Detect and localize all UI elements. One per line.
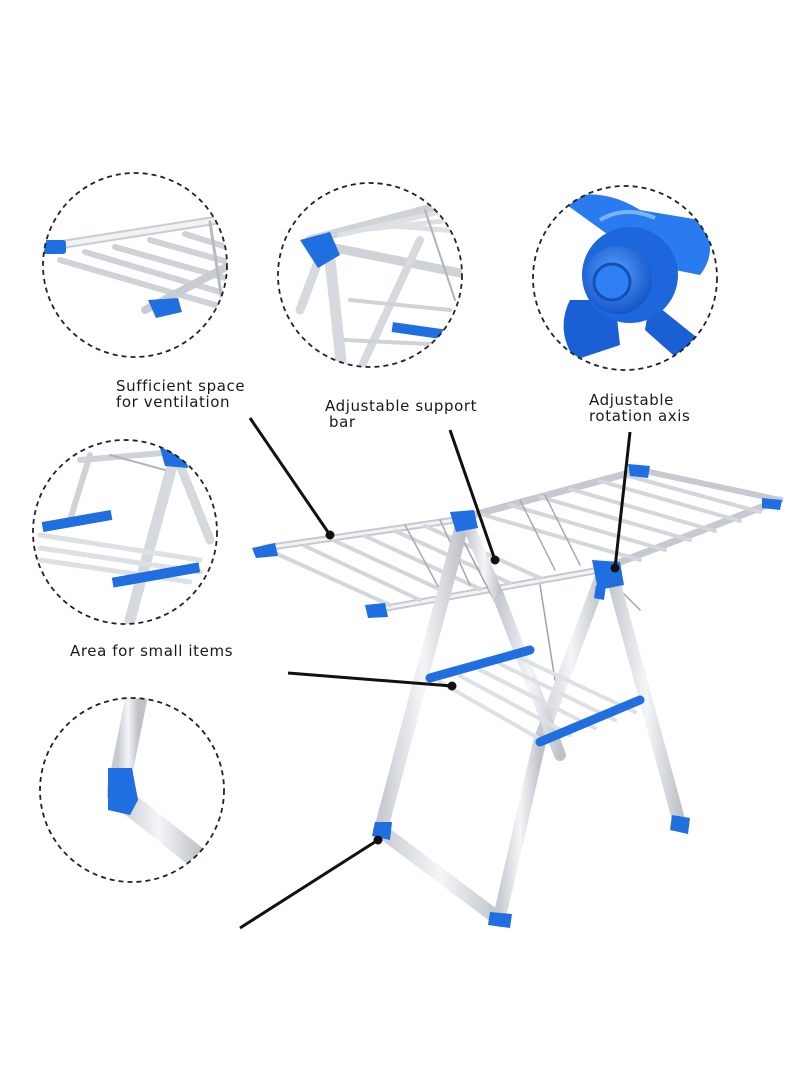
label-small-items-line1: Area for small items bbox=[70, 642, 234, 660]
label-ventilation-line2: for ventilation bbox=[116, 393, 231, 411]
label-rotation-axis: Adjustable rotation axis bbox=[589, 392, 690, 424]
callout-dot-small-items bbox=[447, 681, 457, 691]
callout-line-foot bbox=[239, 838, 379, 930]
label-ventilation-line1: Sufficient space bbox=[116, 377, 246, 395]
detail-circle-support-joint bbox=[277, 182, 463, 368]
callout-dot-foot bbox=[373, 835, 383, 845]
callout-dot-ventilation bbox=[325, 530, 335, 540]
callout-line-small-items bbox=[287, 671, 453, 688]
rack-blue-joints bbox=[252, 464, 782, 928]
rack-lower-shelf bbox=[425, 645, 645, 747]
drying-rack bbox=[252, 464, 784, 928]
label-small-items: Area for small items bbox=[70, 643, 233, 659]
detail-circle-rotation-axis bbox=[532, 185, 718, 371]
callout-line-ventilation bbox=[248, 417, 332, 536]
callout-dot-rotation bbox=[610, 563, 620, 573]
rack-right-wing bbox=[451, 466, 784, 574]
callout-lines bbox=[239, 417, 632, 930]
label-support-line2: bar bbox=[329, 413, 356, 431]
label-ventilation: Sufficient space for ventilation bbox=[116, 378, 245, 410]
detail-circle-foot-joint bbox=[39, 697, 225, 883]
label-rotation-line2: rotation axis bbox=[589, 407, 691, 425]
callout-line-support bbox=[448, 429, 497, 561]
label-support-line1: Adjustable support bbox=[325, 397, 478, 415]
detail-circle-small-items-shelf bbox=[32, 439, 218, 625]
rack-legs bbox=[373, 518, 687, 927]
callout-dot-support bbox=[490, 555, 500, 565]
label-support-bar: Adjustable support bar bbox=[325, 398, 477, 430]
detail-circle-rack-corner bbox=[42, 172, 228, 358]
label-rotation-line1: Adjustable bbox=[589, 391, 674, 409]
callout-line-rotation bbox=[613, 431, 632, 569]
